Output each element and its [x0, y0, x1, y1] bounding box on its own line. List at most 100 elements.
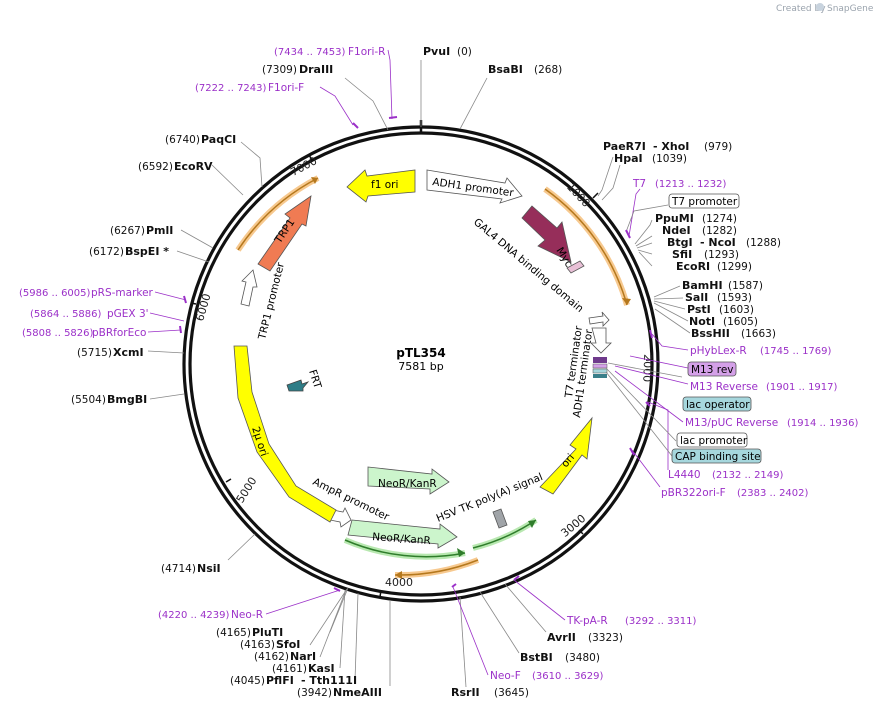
orf-gal4-line — [544, 188, 628, 306]
primer-line-m13puc — [614, 370, 684, 423]
primers: (7434 .. 7453) F1ori-R (7222 .. 7243) F1… — [19, 46, 859, 682]
site-f1ori-r — [388, 116, 398, 119]
enzyme-ecorv-pos: (6592) — [138, 161, 173, 173]
primer-line-prs — [154, 291, 187, 301]
feature-neo-inner — [367, 466, 450, 495]
leader-psti — [653, 300, 686, 310]
primer-line-pgex — [149, 312, 185, 322]
primer-pgex-name: pGEX 3' — [107, 308, 149, 320]
feature-frt — [286, 379, 310, 392]
enzyme-ecori-pos: (1299) — [717, 261, 752, 273]
enzyme-sali-name: SalI — [685, 291, 708, 304]
site-prs — [183, 295, 187, 304]
box-m13-rev — [687, 361, 737, 377]
site-pbr322 — [629, 447, 635, 456]
primer-phyblex-range: (1745 .. 1769) — [760, 346, 832, 357]
enzyme-bsabi-pos: (268) — [534, 64, 562, 76]
enzyme-psti-pos: (1603) — [719, 304, 754, 316]
feature-cap-mark — [593, 374, 607, 378]
primer-prs-name: pRS-marker — [91, 287, 154, 299]
primer-line-l4440 — [647, 401, 669, 470]
enzymes-left: (6740) PaqCI (6592) EcoRV (6267) PmlI (6… — [71, 133, 236, 575]
feature-trp1-promoter — [240, 269, 258, 307]
enzyme-avrii-name: AvrII — [547, 631, 576, 644]
feature-gal4-dbd — [521, 205, 572, 263]
feature-frt-label: FRT — [306, 368, 323, 390]
enzyme-bstbi-pos: (3480) — [565, 652, 600, 664]
feature-lac-operator-mark — [592, 368, 608, 374]
enzyme-paer7i-name: PaeR7I — [603, 140, 646, 153]
box-t7-promoter-label: T7 promoter — [671, 196, 738, 208]
primer-pbrforeco-name: pBRforEco — [92, 327, 146, 339]
primer-neor-name: Neo-R — [231, 609, 263, 621]
site-f1ori-f — [352, 122, 359, 129]
enzyme-hpai-pos: (1039) — [652, 153, 687, 165]
enzyme-ecori-name: EcoRI — [676, 260, 710, 273]
enzyme-bsshii-pos: (1663) — [741, 328, 776, 340]
enzyme-pvui-pos: (0) — [457, 46, 472, 58]
enzyme-pflfi-name: PflFI — [266, 674, 294, 687]
orf-neo-arrowhead — [395, 571, 402, 579]
feature-f1-ori — [346, 169, 416, 203]
box-cap-binding-site-label: CAP binding site — [675, 451, 761, 463]
features: f1 ori ADH1 promoter GAL4 DNA binding do… — [233, 169, 612, 549]
feature-hsv-tk-label: HSV TK poly(A) signal — [435, 471, 545, 525]
feature-myc — [566, 260, 585, 274]
primer-l4440-name: L4440 — [668, 469, 701, 481]
enzyme-sfoi-name: SfoI — [276, 638, 300, 651]
site-neof — [451, 583, 457, 588]
leader-avrii — [504, 583, 547, 633]
enzyme-pvui-name: PvuI — [423, 45, 450, 58]
primer-line-t7 — [628, 188, 641, 237]
feature-m13rev-mark — [592, 363, 608, 369]
primer-neof-range: (3610 .. 3629) — [532, 671, 604, 682]
feature-adh1-terminator — [590, 327, 612, 354]
leader-hpai — [601, 164, 621, 201]
enzyme-noti-pos: (1605) — [723, 316, 758, 328]
leader-bamhi — [653, 285, 681, 298]
feature-ampr-promoter — [329, 507, 352, 528]
primer-line-f1ori-f — [319, 86, 354, 126]
feature-f1-ori-label: f1 ori — [371, 179, 398, 191]
plasmid-size: 7581 bp — [398, 360, 443, 373]
leader-bsshii — [654, 308, 691, 334]
boxed-leaders — [605, 204, 683, 457]
enzyme-noti-name: NotI — [689, 315, 715, 328]
enzymes-top: PvuI (0) BsaBI (268) (7309) DraIII — [262, 45, 562, 76]
primer-line-neo-r — [265, 589, 341, 615]
feature-phyblex-mark — [593, 357, 607, 363]
feature-hsv-tk — [492, 508, 508, 529]
primer-prs-range: (5986 .. 6005) — [19, 288, 91, 299]
tick-4000: 4000 — [385, 576, 413, 589]
enzyme-paqci-name: PaqCI — [201, 133, 236, 146]
enzyme-ecorv-name: EcoRV — [174, 160, 213, 173]
box-lac-promoter — [676, 432, 748, 448]
tick-mark-3000 — [578, 529, 584, 535]
primer-t7-name: T7 — [632, 178, 646, 190]
enzyme-nmeaiii-pos: (3942) — [297, 687, 332, 699]
primer-neof-name: Neo-F — [490, 670, 521, 682]
enzyme-rsrii-pos: (3645) — [494, 687, 529, 699]
leader-ecorv — [211, 164, 244, 196]
site-neor — [333, 587, 341, 592]
enzyme-sfoi-pos: (4163) — [240, 639, 275, 651]
leader-ndei — [635, 235, 653, 247]
tick-mark-7000 — [308, 154, 313, 161]
primer-neor-range: (4220 .. 4239) — [158, 610, 230, 621]
primer-pbr322-name: pBR322ori-F — [661, 487, 726, 499]
feature-neo-outer-label: NeoR/KanR — [372, 531, 431, 547]
feature-2micron-ori-label: 2μ ori — [249, 425, 270, 458]
enzyme-btgi-name: BtgI — [667, 236, 693, 249]
primer-pbrforeco-range: (5808 .. 5826) — [22, 328, 94, 339]
enzyme-avrii-pos: (3323) — [588, 632, 623, 644]
leader-lines — [147, 60, 691, 688]
orf-gal4-arrowhead — [622, 298, 631, 305]
enzyme-kasi-pos: (4161) — [272, 663, 307, 675]
site-tkpar — [513, 575, 520, 581]
leader-sfoi — [309, 588, 348, 646]
leader-sfii — [637, 249, 653, 255]
snapgene-logo-icon — [816, 3, 824, 11]
feature-t7-terminator-mark — [588, 311, 610, 327]
snapgene-credit: Created by SnapGene — [776, 3, 873, 14]
